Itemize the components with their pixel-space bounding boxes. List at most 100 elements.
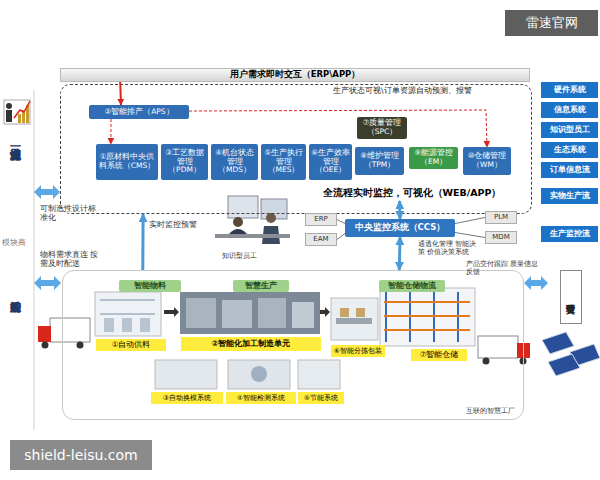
- truck-box: [478, 336, 518, 358]
- node-text: ②智能排产（APS）: [103, 108, 174, 117]
- node-text: ①原材料中央供料系统（CMS）: [96, 153, 158, 170]
- package: [356, 308, 365, 317]
- person-head: [6, 103, 12, 109]
- connector: [141, 214, 144, 270]
- watermark: shield-leisu.com: [10, 440, 152, 470]
- node-text: 用户需求即时交互（ERP\APP）: [229, 70, 362, 80]
- truck-wheel: [77, 342, 84, 349]
- node-text: ⑨能源管控（EM）: [409, 149, 458, 166]
- inspection-photo: [228, 360, 290, 389]
- truck-wheel: [520, 358, 527, 365]
- callout-tag: ⑤节能系统: [298, 392, 344, 404]
- module-box: ④机台状态管理（MDS）: [211, 144, 258, 180]
- node-text: 智能物料: [133, 282, 167, 291]
- system-box: EAM: [305, 233, 337, 246]
- truck-cab: [38, 326, 51, 342]
- rack-beam: [384, 315, 470, 317]
- system-region: 生产状态可视\订单资源自动预测、报警 ②智能排产（APS） ①原材料中央供料系统（C…: [60, 84, 532, 214]
- module-box: ③工艺数据管理（PDM）: [161, 144, 208, 180]
- system-box: PLM: [485, 211, 517, 224]
- node-text: 全流程实时监控，可视化（WEB/APP）: [322, 188, 503, 199]
- side-box: 生产监控流: [541, 226, 598, 242]
- connector: [455, 233, 485, 238]
- note-text: 可制造性设计标准化: [40, 204, 102, 222]
- flow-arrow: [320, 307, 330, 317]
- feeder-photo: [95, 292, 161, 336]
- node-text: ③工艺数据管理（PDM）: [161, 149, 208, 175]
- conveyor: [336, 318, 372, 324]
- factory-region: 互联的智慧工厂智能物料智慧生产智能仓储物流①自动供料②智能化加工制造单元⑥智能分…: [62, 270, 524, 420]
- ccs-box: 中央监控系统（CCS）: [345, 219, 455, 237]
- node-text: ERP: [313, 215, 329, 223]
- node-text: 智慧生产: [244, 282, 278, 291]
- node-text: ④智能检测系统: [236, 394, 286, 402]
- node-text: 中央监控系统（CCS）: [354, 223, 447, 233]
- note-text: 产品交付跟踪 质量信息反馈: [466, 260, 540, 277]
- solar-panel: [542, 332, 574, 354]
- callout-tag: ②智能化加工制造单元: [181, 337, 321, 351]
- callout-tag: ⑥智能分拣包装: [331, 345, 385, 357]
- machine: [258, 298, 286, 328]
- machine: [186, 298, 216, 328]
- node-text: 信息系统: [553, 105, 587, 114]
- section-tab: 智能物料: [119, 280, 181, 292]
- node-text: ⑦智能仓储: [419, 351, 460, 360]
- feeder-tank: [140, 318, 150, 332]
- caption-text: 知识型员工: [222, 252, 257, 260]
- trend-arrow: [14, 101, 30, 118]
- node-text: ⑥生产效率管理（OEE）: [309, 149, 352, 175]
- system-box: MDM: [485, 231, 517, 244]
- node-text: ⑦质量管理（SPC）: [357, 119, 407, 136]
- feeder-tank: [122, 318, 132, 332]
- connector: [110, 119, 111, 144]
- storage-photo: [380, 288, 475, 346]
- callout-tag: ③自动换模系统: [151, 392, 223, 404]
- side-box: 信息系统: [541, 102, 598, 118]
- worker-head: [266, 213, 276, 223]
- note-text: 物料需求直连 按需及时配送: [40, 250, 102, 268]
- package: [340, 308, 349, 317]
- note-text: 模块商: [2, 238, 26, 247]
- connector: [455, 218, 485, 224]
- node-text: 生产状态可视\订单资源自动预测、报警: [333, 87, 472, 96]
- connector: [119, 82, 122, 105]
- chart-bar: [18, 114, 21, 123]
- module-box: ⑧维护管理（TPM）: [355, 147, 404, 175]
- node-text: 订单信息流: [549, 165, 591, 174]
- watermark: 雷速官网: [505, 10, 598, 36]
- module-box: ⑨能源管控（EM）: [409, 147, 458, 169]
- rack-beam: [384, 301, 470, 303]
- separator-line: [34, 90, 35, 430]
- connector: [398, 201, 401, 219]
- double-arrow: [524, 276, 548, 290]
- node-text: ①自动供料: [111, 341, 152, 350]
- side-box: 订单信息流: [541, 162, 598, 178]
- node-text: ⑤节能系统: [303, 394, 339, 402]
- module-box: ⑤生产执行管理（MES）: [261, 144, 306, 180]
- note-text: 通透化管理 智能决策 价值决策系统: [418, 240, 478, 257]
- monitor-banner: 全流程实时监控，可视化（WEB/APP）: [309, 185, 515, 201]
- node-text: 生产监控流: [549, 229, 591, 238]
- double-arrow: [34, 185, 60, 199]
- module-box: ①原材料中央供料系统（CMS）: [96, 144, 158, 180]
- node-text: ③自动换模系统: [162, 394, 212, 402]
- truck-wheel: [483, 358, 490, 365]
- machining-photo: [180, 292, 320, 334]
- node-text: 硬件系统: [553, 85, 587, 94]
- feeder-tank: [104, 318, 114, 332]
- aps-box: ②智能排产（APS）: [89, 105, 189, 119]
- truck-wheel: [42, 342, 49, 349]
- die-change-photo: [155, 360, 217, 389]
- feeder-pipe: [100, 300, 155, 301]
- worker-body: [229, 229, 247, 234]
- rack-beam: [384, 329, 470, 331]
- solar-panel: [548, 354, 580, 376]
- node-text: ⑤生产执行管理（MES）: [261, 149, 306, 175]
- node-text: 互联的智慧工厂: [466, 407, 515, 415]
- connector: [398, 237, 402, 270]
- node-text: PLM: [493, 213, 509, 221]
- callout-tag: ⑦智能仓储: [411, 349, 467, 361]
- connector: [337, 233, 345, 239]
